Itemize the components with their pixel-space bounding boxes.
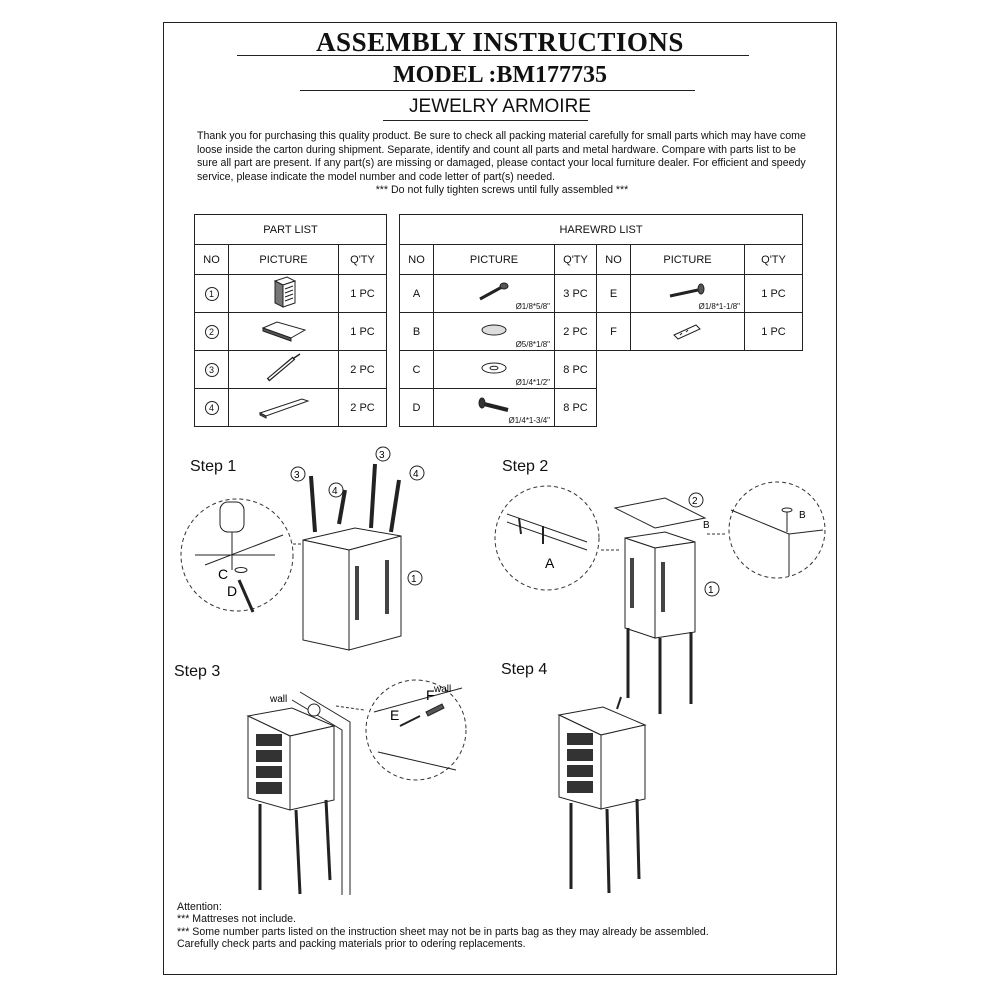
callout-E: E	[390, 707, 399, 723]
hw-code: C	[399, 350, 434, 389]
intro-paragraph: Thank you for purchasing this quality pr…	[197, 130, 806, 183]
product-name: JEWELRY ARMOIRE	[409, 96, 591, 117]
attention-notes: Attention: *** Mattreses not include. **…	[177, 901, 709, 951]
part-number: 1	[204, 286, 219, 301]
wall-label: wall	[269, 694, 287, 705]
wall-anchor-icon	[630, 312, 745, 351]
hw-header-no: NO	[596, 244, 631, 275]
callout-B: B	[799, 510, 806, 521]
part-header-no: NO	[194, 244, 229, 275]
wall-label: wall	[433, 684, 451, 695]
page-frame	[163, 22, 837, 975]
product-underline	[383, 120, 588, 121]
attention-line: *** Some number parts listed on the inst…	[177, 925, 709, 938]
hw-dimension: Ø1/8*1-1/8"	[698, 302, 740, 311]
callout-2: 2	[692, 496, 698, 507]
attention-line: *** Mattreses not include.	[177, 913, 296, 926]
bolt-icon: Ø1/4*1-3/4"	[433, 388, 555, 427]
hw-dimension: Ø5/8*1/8"	[515, 340, 550, 349]
hw-qty: 2 PC	[554, 312, 597, 351]
leg-icon	[228, 350, 339, 389]
hw-header-no: NO	[399, 244, 434, 275]
table-row: 1 1 PC	[194, 274, 387, 313]
hw-code: E	[596, 274, 631, 313]
hw-dimension: Ø1/4*1/2"	[515, 378, 550, 387]
step-3-illustration: wall F E wall	[246, 679, 467, 895]
table-row: 3 2 PC	[194, 350, 387, 389]
part-qty: 1 PC	[338, 274, 387, 313]
cabinet-body-icon	[228, 274, 339, 313]
hardware-list-title: HAREWRD LIST	[399, 214, 803, 245]
part-header-qty: Q'TY	[338, 244, 387, 275]
callout-3: 3	[379, 450, 385, 461]
screw-icon: Ø1/8*5/8"	[433, 274, 555, 313]
part-number: 3	[204, 362, 219, 377]
callout-3: 3	[294, 470, 300, 481]
hw-qty: 1 PC	[744, 312, 803, 351]
table-row: A Ø1/8*5/8" 3 PC E Ø1/8*1-1/8" 1 PC	[399, 274, 803, 313]
part-number: 2	[204, 324, 219, 339]
hw-code: A	[399, 274, 434, 313]
hw-code: B	[399, 312, 434, 351]
model-underline	[300, 90, 695, 91]
hw-qty: 8 PC	[554, 350, 597, 389]
hw-code: F	[596, 312, 631, 351]
callout-1: 1	[708, 585, 714, 596]
step-4-illustration	[557, 696, 647, 894]
attention-heading: Attention:	[177, 901, 222, 913]
part-qty: 2 PC	[338, 388, 387, 427]
part-qty: 1 PC	[338, 312, 387, 351]
hw-dimension: Ø1/8*5/8"	[515, 302, 550, 311]
leg-icon	[228, 388, 339, 427]
table-row: D Ø1/4*1-3/4" 8 PC	[399, 388, 803, 427]
callout-4: 4	[332, 486, 338, 497]
top-lid-icon	[228, 312, 339, 351]
washer-icon: Ø1/4*1/2"	[433, 350, 555, 389]
tighten-note: *** Do not fully tighten screws until fu…	[375, 184, 629, 197]
part-header-picture: PICTURE	[228, 244, 339, 275]
hw-header-qty: Q'TY	[554, 244, 597, 275]
hw-dimension: Ø1/4*1-3/4"	[508, 416, 550, 425]
attention-line: Carefully check parts and packing materi…	[177, 938, 526, 951]
page-title: ASSEMBLY INSTRUCTIONS	[316, 27, 684, 57]
hardware-list-table: HAREWRD LIST NO PICTURE Q'TY NO PICTURE …	[399, 214, 803, 427]
table-row: B Ø5/8*1/8" 2 PC F 1 PC	[399, 312, 803, 351]
hw-header-picture: PICTURE	[630, 244, 745, 275]
step-2-illustration: A 2 1 B B	[494, 481, 826, 714]
step-4-label: Step 4	[501, 661, 548, 678]
hw-header-picture: PICTURE	[433, 244, 555, 275]
intro-text: Thank you for purchasing this quality pr…	[197, 130, 807, 198]
callout-B: B	[703, 520, 710, 531]
callout-D: D	[227, 583, 237, 599]
screw-icon: Ø1/8*1-1/8"	[630, 274, 745, 313]
hw-header-qty: Q'TY	[744, 244, 803, 275]
step-1-label: Step 1	[190, 458, 237, 475]
felt-pad-icon: Ø5/8*1/8"	[433, 312, 555, 351]
callout-F: F	[426, 687, 435, 703]
step-2-label: Step 2	[502, 458, 549, 475]
table-row: 2 1 PC	[194, 312, 387, 351]
table-row: 4 2 PC	[194, 388, 387, 427]
callout-1: 1	[411, 574, 417, 585]
part-qty: 2 PC	[338, 350, 387, 389]
hw-qty: 3 PC	[554, 274, 597, 313]
part-list-table: PART LIST NO PICTURE Q'TY 1 1 PC 2 1 PC	[194, 214, 387, 427]
callout-C: C	[218, 566, 228, 582]
hw-qty: 1 PC	[744, 274, 803, 313]
title-underline	[237, 55, 749, 56]
hw-qty: 8 PC	[554, 388, 597, 427]
part-number: 4	[204, 400, 219, 415]
step-3-label: Step 3	[174, 663, 221, 680]
model-number: MODEL :BM177735	[393, 62, 607, 88]
hw-code: D	[399, 388, 434, 427]
part-list-title: PART LIST	[194, 214, 387, 245]
step-1-illustration: C D 3 4 3 4 1	[180, 446, 425, 651]
table-row: C Ø1/4*1/2" 8 PC	[399, 350, 803, 389]
callout-A: A	[545, 555, 555, 571]
callout-4: 4	[413, 469, 419, 480]
